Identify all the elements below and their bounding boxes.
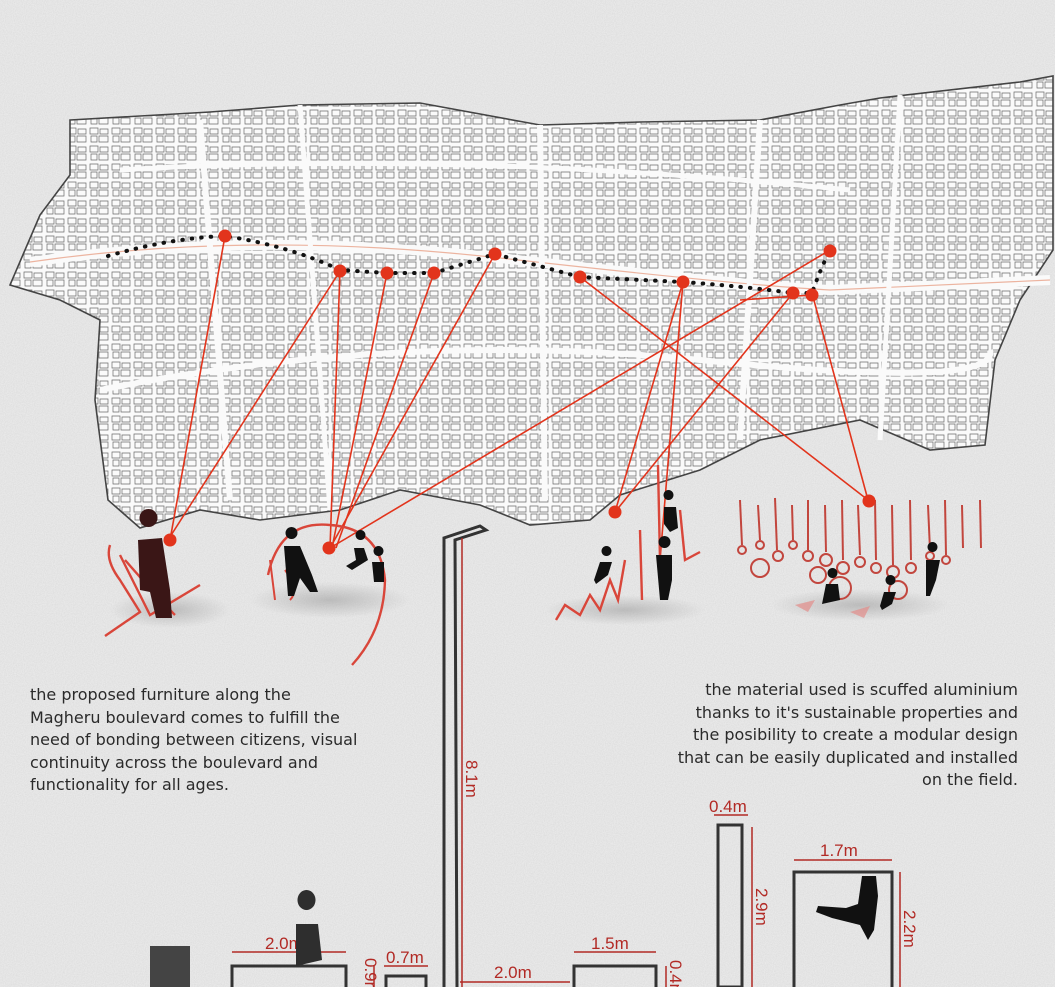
furniture-vignette-wave — [545, 464, 705, 625]
elevation-drawings: 8.1m 0.4m 2.9m 1.7m 2.2m 2.0m 0.7m 0.9m … — [150, 524, 919, 987]
route-node — [218, 229, 232, 243]
bench-elevation — [572, 964, 658, 987]
map-street — [877, 94, 903, 441]
route-node — [573, 270, 587, 284]
route-node — [676, 275, 690, 289]
description-right: the material used is scuffed aluminium t… — [630, 679, 1018, 792]
description-line: thanks to it's sustainable properties an… — [695, 702, 1018, 722]
table-width-label: 2.0m — [265, 934, 303, 953]
city-map — [8, 75, 1054, 529]
pole-elevation — [442, 524, 490, 987]
person-silhouette — [138, 509, 172, 618]
route-node — [380, 266, 394, 280]
small-table-elevation — [384, 974, 428, 987]
small-width-label: 0.7m — [386, 948, 424, 967]
person-silhouette — [816, 876, 878, 940]
person-silhouette — [926, 542, 940, 596]
frame-width-label: 1.7m — [820, 841, 858, 860]
person-silhouette — [822, 568, 840, 604]
description-line: the material used is scuffed aluminium — [705, 680, 1018, 699]
route-node — [823, 244, 837, 258]
description-line: continuity across the boulevard and — [30, 752, 319, 772]
description-line: the proposed furniture along the — [30, 685, 291, 704]
description-line: the posibility to create a modular desig… — [693, 725, 1018, 744]
person-silhouette — [346, 530, 368, 570]
furniture-node — [862, 494, 876, 508]
map-street — [737, 119, 763, 441]
tower-height-label: 2.9m — [752, 888, 771, 926]
frame-height-label: 2.2m — [900, 910, 919, 948]
furniture-vignette-rings — [737, 494, 982, 621]
map-street — [197, 119, 233, 501]
furniture-node — [322, 541, 336, 555]
description-left: the proposed furniture along the Magheru… — [30, 684, 390, 797]
description-line: need of bonding between citizens, visual — [30, 730, 358, 749]
description-line: functionality for all ages. — [30, 775, 229, 794]
table-elevation — [230, 964, 348, 987]
small-height-label: 0.9m — [361, 958, 380, 987]
route-node — [786, 286, 800, 300]
person-silhouette — [372, 546, 384, 582]
connection-lines — [167, 235, 869, 561]
map-street — [119, 160, 851, 193]
map-outline — [8, 75, 1054, 529]
route-node — [333, 264, 347, 278]
route-node — [427, 266, 441, 280]
furniture-vignette-arch — [250, 523, 410, 666]
pole-height-label: 8.1m — [462, 760, 481, 798]
description-line: on the field. — [922, 770, 1018, 789]
furniture-node — [608, 505, 622, 519]
person-silhouette — [880, 575, 896, 610]
description-line: that can be easily duplicated and instal… — [677, 747, 1018, 767]
person-silhouette — [663, 490, 678, 532]
route-node — [805, 288, 819, 302]
person-silhouette — [594, 546, 612, 584]
route-nodes — [218, 229, 837, 302]
bin — [150, 946, 190, 987]
bench-height-label: 0.4m — [666, 960, 685, 987]
route-node — [488, 247, 502, 261]
bench-width-label: 1.5m — [591, 934, 629, 953]
person-silhouette — [296, 890, 322, 966]
furniture-node — [163, 533, 177, 547]
frame-elevation — [792, 870, 894, 987]
person-silhouette — [284, 527, 318, 596]
map-street — [537, 124, 548, 501]
person-silhouette — [656, 536, 672, 600]
tower-elevation — [716, 823, 744, 987]
tower-width-label: 0.4m — [709, 797, 747, 816]
furniture-vignette-bench — [104, 509, 230, 637]
map-street — [297, 104, 333, 511]
description-line: Magheru boulevard comes to fulfill the — [30, 707, 340, 727]
base-width-label: 2.0m — [494, 963, 532, 982]
